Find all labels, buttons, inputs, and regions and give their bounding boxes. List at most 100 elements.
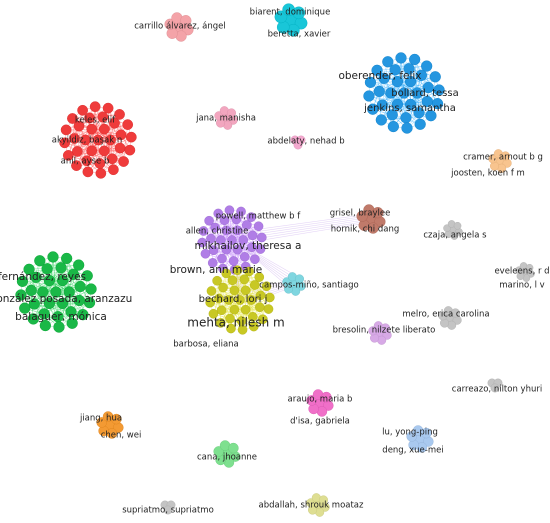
author-label-oberender-2[interactable]: bollard, tessa	[391, 88, 458, 99]
author-node[interactable]	[409, 53, 421, 66]
cluster-mikhailov[interactable]	[197, 205, 267, 275]
author-node[interactable]	[86, 145, 98, 157]
author-node[interactable]	[401, 122, 413, 134]
author-node[interactable]	[231, 214, 242, 225]
author-label-mikhailov-2[interactable]: allen, christine	[186, 227, 249, 237]
cluster-carrillo[interactable]	[164, 12, 194, 42]
author-label-fernandez-2[interactable]: gonzález posada, aranzazu	[0, 293, 132, 305]
author-label-melro[interactable]: melro, erica carolina	[402, 310, 489, 320]
cluster-melro[interactable]	[438, 306, 462, 330]
cluster-biarent[interactable]	[274, 3, 308, 37]
author-node[interactable]	[98, 145, 110, 157]
author-node[interactable]	[67, 113, 78, 124]
author-node[interactable]	[265, 292, 275, 303]
author-label-mehta-1[interactable]: bechard, lori j	[199, 294, 268, 305]
author-node[interactable]	[237, 325, 248, 335]
author-node[interactable]	[92, 134, 104, 146]
author-node[interactable]	[86, 123, 98, 135]
author-node[interactable]	[198, 226, 209, 236]
cluster-araujo[interactable]	[306, 389, 334, 417]
author-label-keles-3[interactable]: anil, ayse b	[61, 157, 110, 167]
author-node[interactable]	[414, 118, 426, 130]
author-node[interactable]	[411, 87, 423, 99]
author-node[interactable]	[224, 205, 235, 215]
author-label-oberender-3[interactable]: jenkins, samantha	[363, 103, 456, 114]
author-node[interactable]	[39, 319, 51, 332]
author-label-cramer-1[interactable]: cramer, arnout b g	[463, 153, 543, 163]
author-node[interactable]	[221, 225, 232, 236]
author-label-mikhailov-3[interactable]: mikhailov, theresa a	[195, 240, 302, 252]
author-label-jiang-1[interactable]: jiang, hua	[79, 414, 122, 424]
author-node[interactable]	[215, 318, 226, 328]
author-label-cramer-2[interactable]: joosten, koen f m	[450, 169, 525, 179]
author-node[interactable]	[372, 207, 384, 219]
author-node[interactable]	[62, 150, 74, 161]
author-node[interactable]	[30, 271, 42, 283]
author-node[interactable]	[422, 81, 434, 94]
author-node[interactable]	[229, 285, 240, 296]
author-label-supriatmo[interactable]: supriatmo, supriatmo	[122, 506, 214, 516]
author-node[interactable]	[367, 103, 379, 115]
cluster-oberender[interactable]	[363, 52, 445, 134]
author-node[interactable]	[109, 117, 120, 129]
cluster-keles[interactable]	[59, 101, 137, 179]
author-node[interactable]	[255, 244, 266, 254]
author-node[interactable]	[97, 111, 109, 123]
author-node[interactable]	[65, 306, 77, 318]
author-label-araujo-2[interactable]: d'isa, gabriela	[290, 417, 350, 427]
author-node[interactable]	[105, 134, 116, 146]
author-label-keles-1[interactable]: keles, elif	[75, 116, 116, 126]
author-node[interactable]	[321, 391, 332, 403]
author-node[interactable]	[232, 225, 243, 236]
author-node[interactable]	[387, 120, 399, 133]
author-node[interactable]	[376, 99, 388, 111]
author-label-carreazo[interactable]: carreazo, nilton yhuri	[452, 385, 542, 395]
author-label-oberender-1[interactable]: oberender, felix	[338, 70, 421, 82]
author-node[interactable]	[124, 144, 136, 156]
cluster-abdelaty[interactable]	[290, 135, 306, 150]
author-node[interactable]	[405, 98, 417, 111]
author-node[interactable]	[73, 259, 85, 271]
author-node[interactable]	[453, 221, 462, 230]
author-node[interactable]	[125, 131, 137, 143]
author-node[interactable]	[395, 52, 407, 64]
author-label-cana[interactable]: cana, jhoanne	[197, 453, 257, 463]
author-node[interactable]	[122, 119, 134, 130]
author-node[interactable]	[217, 253, 227, 264]
author-node[interactable]	[66, 317, 78, 329]
author-node[interactable]	[250, 254, 260, 265]
author-label-keles-2[interactable]: akyildiz, başak n	[52, 136, 122, 146]
author-node[interactable]	[255, 290, 266, 301]
author-node[interactable]	[37, 286, 49, 298]
author-node[interactable]	[23, 263, 35, 275]
author-node[interactable]	[385, 87, 397, 99]
cluster-jiang[interactable]	[96, 411, 124, 439]
author-label-campos[interactable]: campos-miño, santiago	[259, 281, 358, 291]
author-node[interactable]	[108, 164, 119, 176]
author-node[interactable]	[63, 286, 75, 298]
cluster-jana[interactable]	[214, 106, 238, 130]
author-node[interactable]	[208, 245, 219, 256]
author-label-mehta-3[interactable]: barbosa, eliana	[173, 340, 239, 350]
author-node[interactable]	[253, 221, 264, 232]
cluster-grisel[interactable]	[356, 204, 386, 234]
author-node[interactable]	[226, 108, 236, 118]
author-node[interactable]	[16, 275, 29, 287]
author-node[interactable]	[206, 286, 217, 296]
author-node[interactable]	[219, 215, 230, 226]
author-node[interactable]	[371, 64, 383, 76]
cluster-eveleens[interactable]	[515, 262, 535, 282]
author-node[interactable]	[318, 495, 328, 505]
author-node[interactable]	[236, 206, 246, 217]
author-node[interactable]	[391, 98, 404, 111]
author-node[interactable]	[106, 153, 118, 165]
author-node[interactable]	[293, 140, 303, 150]
author-node[interactable]	[82, 166, 94, 178]
author-node[interactable]	[254, 272, 265, 282]
author-node[interactable]	[226, 323, 236, 334]
author-node[interactable]	[244, 266, 254, 277]
author-label-mikhailov-4[interactable]: brown, ann marie	[170, 264, 263, 276]
author-node[interactable]	[429, 71, 441, 83]
author-node[interactable]	[74, 280, 86, 293]
author-label-jiang-2[interactable]: chen, wei	[101, 431, 142, 441]
